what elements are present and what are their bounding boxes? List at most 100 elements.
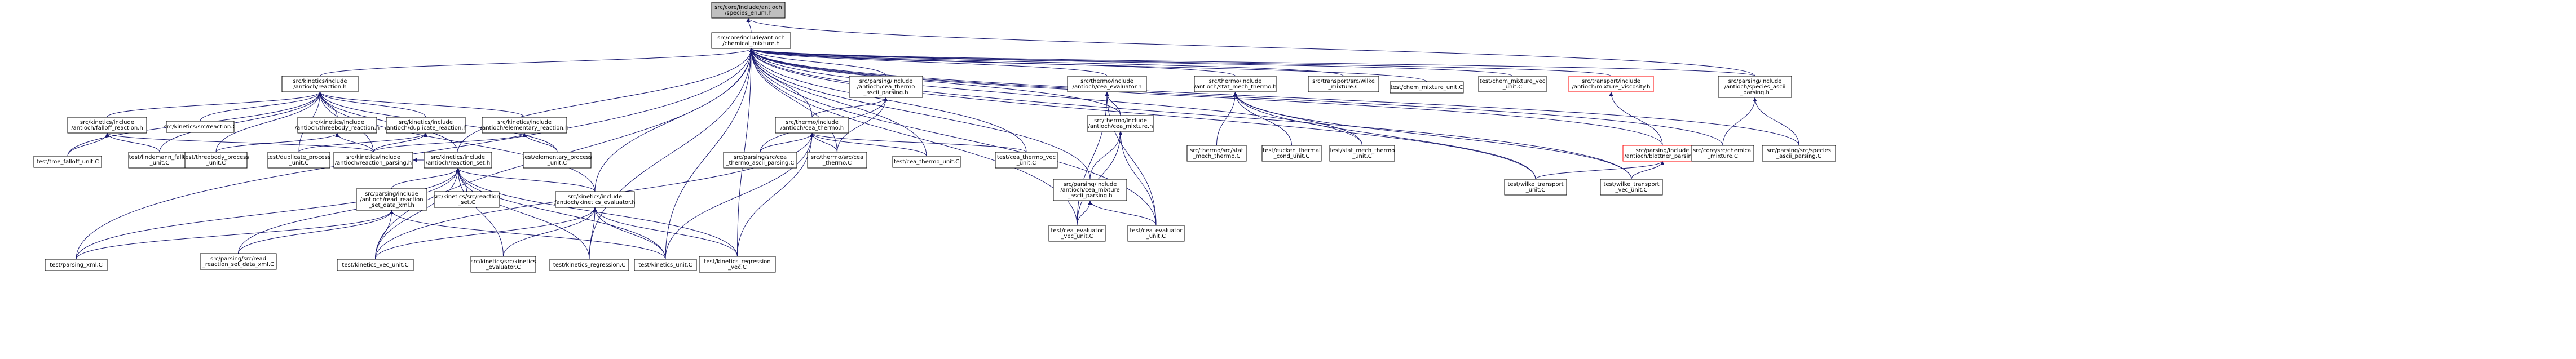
graph-node[interactable]: test/wilke_transport_unit.C	[1504, 179, 1567, 196]
node-box	[470, 256, 536, 273]
graph-node[interactable]: src/thermo/include/antioch/cea_mixture.h	[1087, 115, 1154, 132]
graph-node[interactable]: test/eucken_thermal_cond_unit.C	[1261, 145, 1322, 162]
graph-node[interactable]: src/kinetics/include/antioch/reaction_pa…	[333, 152, 413, 169]
dependency-edge	[811, 97, 888, 118]
node-box	[45, 259, 108, 271]
node-label: src/parsing/include	[1728, 78, 1782, 85]
node-label: src/thermo/include	[1209, 78, 1262, 85]
node-label: _thermo_ascii_parsing.C	[725, 160, 794, 166]
graph-node[interactable]: test/stat_mech_thermo_unit.C	[1329, 145, 1395, 162]
node-label: src/kinetics/include	[497, 119, 552, 126]
graph-node[interactable]: src/core/src/chemical_mixture.C	[1691, 145, 1754, 162]
node-label: _unit.C	[1016, 160, 1036, 166]
dependency-edge	[318, 91, 426, 118]
dependency-edge	[1233, 91, 1632, 180]
graph-node[interactable]: test/chem_mixture_vec_unit.C	[1478, 76, 1547, 92]
dependency-edge	[749, 48, 1091, 180]
node-box	[775, 117, 849, 134]
dependency-edge	[456, 167, 504, 257]
dependency-edge	[503, 207, 597, 257]
graph-node[interactable]: src/kinetics/src/reaction_set.C	[433, 191, 500, 208]
node-label: test/parsing_xml.C	[50, 262, 102, 268]
dependency-edge	[1077, 91, 1109, 226]
graph-node[interactable]: test/kinetics_regression_vec.C	[699, 256, 776, 273]
dependency-edge	[749, 48, 1663, 146]
graph-node[interactable]: src/thermo/src/cea_thermo.C	[807, 152, 867, 169]
dependency-edge	[1631, 161, 1665, 180]
graph-node[interactable]: src/parsing/include/antioch/cea_mixture_…	[1053, 179, 1127, 201]
graph-node[interactable]: src/kinetics/src/reaction.C	[164, 121, 237, 133]
graph-node[interactable]: src/kinetics/include/antioch/reaction_se…	[424, 152, 492, 169]
dependency-edge	[375, 167, 460, 260]
graph-node[interactable]: src/parsing/include/antioch/blottner_par…	[1622, 145, 1702, 162]
dependency-edge	[105, 132, 160, 153]
graph-node[interactable]: src/parsing/src/cea_thermo_ascii_parsing…	[723, 152, 797, 169]
dependency-edge	[749, 48, 1632, 180]
node-label: _set.C	[457, 200, 475, 206]
graph-node[interactable]: src/thermo/include/antioch/cea_evaluator…	[1067, 76, 1147, 92]
node-label: /antioch/reaction.h	[293, 84, 346, 90]
dependency-edge	[1753, 97, 1799, 146]
node-label: /antioch/reaction_parsing.h	[335, 160, 412, 166]
node-label: src/thermo/src/cea	[811, 154, 863, 161]
dependency-edge	[760, 132, 814, 153]
dependency-edge	[749, 48, 1078, 226]
graph-node[interactable]: src/kinetics/src/kinetics_evaluator.C	[470, 256, 536, 273]
graph-node[interactable]: test/chem_mixture_unit.C	[1390, 81, 1464, 94]
graph-node[interactable]: src/parsing/src/read_reaction_set_data_x…	[200, 253, 277, 270]
graph-node[interactable]: src/core/include/antioch/species_enum.h	[711, 2, 786, 19]
dependency-edge	[375, 207, 597, 260]
graph-node[interactable]: test/troe_falloff_unit.C	[33, 156, 102, 168]
graph-node[interactable]: src/transport/src/wilke_mixture.C	[1308, 76, 1379, 92]
node-label: test/duplicate_process	[267, 154, 330, 161]
node-box	[1504, 179, 1567, 196]
node-label: /antioch/cea_thermo	[857, 84, 915, 90]
graph-node[interactable]: test/parsing_xml.C	[45, 259, 108, 271]
graph-node[interactable]: src/parsing/src/species_ascii_parsing.C	[1762, 145, 1836, 162]
graph-node[interactable]: test/cea_thermo_unit.C	[892, 156, 961, 168]
graph-node[interactable]: src/kinetics/include/antioch/falloff_rea…	[67, 117, 147, 134]
graph-node[interactable]: test/kinetics_vec_unit.C	[337, 259, 414, 271]
graph-node[interactable]: test/cea_evaluator_unit.C	[1127, 225, 1185, 242]
dependency-edge	[749, 48, 837, 153]
node-label: test/eucken_thermal	[1263, 148, 1320, 154]
graph-node[interactable]: src/kinetics/include/antioch/reaction.h	[281, 76, 359, 92]
graph-node[interactable]: src/kinetics/include/antioch/duplicate_r…	[385, 117, 467, 134]
graph-node[interactable]: test/duplicate_process_unit.C	[267, 152, 330, 169]
node-label: src/kinetics/include	[346, 154, 400, 161]
graph-node[interactable]: src/parsing/include/antioch/species_asci…	[1718, 76, 1792, 98]
graph-node[interactable]: src/thermo/src/stat_mech_thermo.C	[1186, 145, 1247, 162]
dependency-edge	[749, 48, 813, 118]
graph-node[interactable]: src/kinetics/include/antioch/elementary_…	[480, 117, 569, 134]
graph-node[interactable]: src/thermo/include/antioch/cea_thermo.h	[775, 117, 849, 134]
node-box	[1622, 145, 1702, 162]
node-label: _mech_thermo.C	[1193, 153, 1241, 159]
graph-node[interactable]: src/kinetics/include/antioch/threebody_r…	[295, 117, 380, 134]
graph-node[interactable]: src/parsing/include/antioch/read_reactio…	[356, 188, 427, 211]
graph-node[interactable]: test/cea_thermo_vec_unit.C	[995, 152, 1058, 169]
graph-node[interactable]: src/kinetics/include/antioch/kinetics_ev…	[554, 191, 636, 208]
graph-node[interactable]: src/core/include/antioch/chemical_mixtur…	[711, 32, 791, 49]
graph-node[interactable]: test/lindemann_falloff_unit.C	[128, 152, 191, 169]
graph-node[interactable]: test/kinetics_unit.C	[634, 259, 697, 271]
graph-node[interactable]: src/thermo/include/antioch/stat_mech_the…	[1194, 76, 1277, 92]
dependency-edge	[105, 132, 374, 153]
node-label: _unit.C	[289, 160, 309, 166]
node-label: test/chem_mixture_unit.C	[1391, 85, 1463, 91]
dependency-edge	[1216, 91, 1237, 146]
graph-node[interactable]: src/transport/include/antioch/mixture_vi…	[1568, 76, 1654, 92]
node-label: /chemical_mixture.h	[722, 41, 780, 47]
graph-node[interactable]: test/cea_evaluator_vec_unit.C	[1048, 225, 1106, 242]
node-label: /antioch/cea_thermo.h	[780, 125, 844, 131]
node-label: test/cea_thermo_vec	[997, 154, 1056, 161]
node-box	[267, 152, 330, 169]
graph-node[interactable]: src/parsing/include/antioch/cea_thermo_a…	[849, 76, 923, 98]
graph-node[interactable]: test/threebody_process_unit.C	[183, 152, 249, 169]
graph-node[interactable]: test/wilke_transport_vec_unit.C	[1600, 179, 1663, 196]
dependency-edge	[749, 48, 1536, 180]
graph-node[interactable]: test/kinetics_regression.C	[549, 259, 629, 271]
graph-node[interactable]: test/elementary_process_unit.C	[522, 152, 592, 169]
dependency-edge	[457, 48, 753, 153]
dependency-edge	[318, 91, 525, 118]
node-box	[1308, 76, 1379, 92]
